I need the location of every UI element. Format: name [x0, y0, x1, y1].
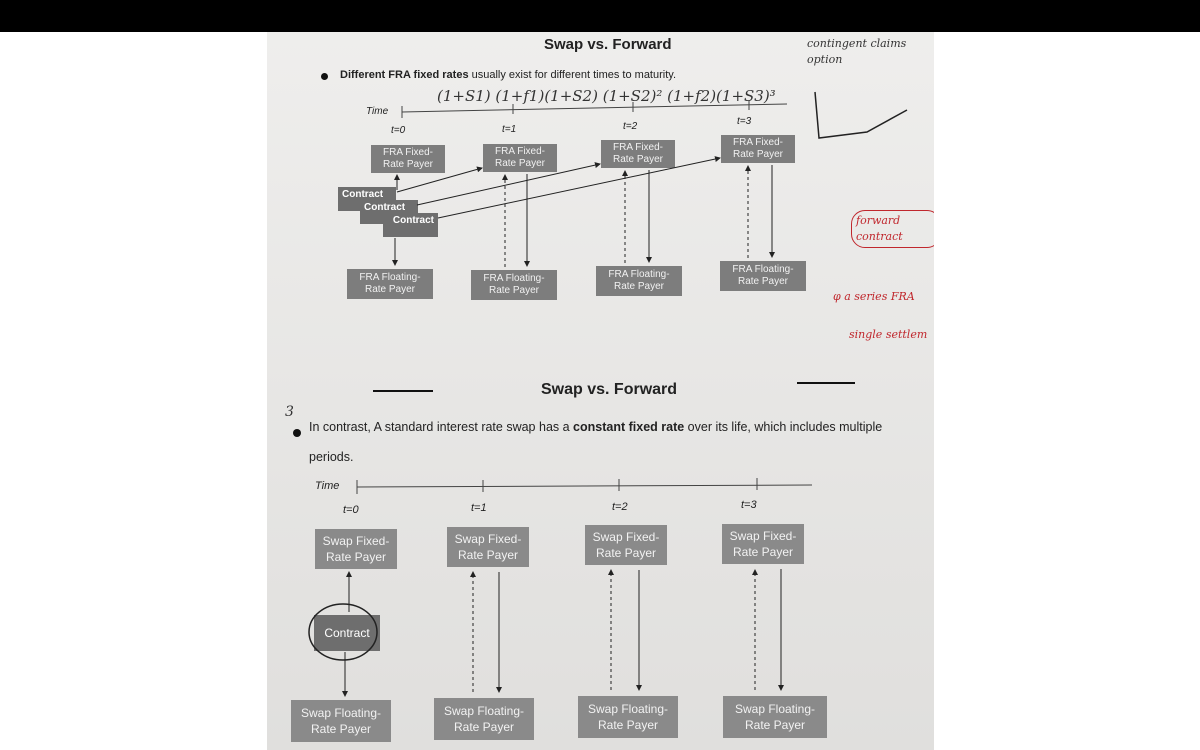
photographed-page: Swap vs. Forward Different FRA fixed rat…	[267, 32, 934, 750]
handwritten-contingent-claims: contingent claims option	[807, 37, 907, 66]
section2-fixed-payer-t2: Swap Fixed-Rate Payer	[585, 525, 667, 565]
section2-floating-payer-t2: Swap Floating-Rate Payer	[578, 696, 678, 738]
section2-floating-payer-t3: Swap Floating-Rate Payer	[723, 696, 827, 738]
section1-tick-0: t=0	[391, 125, 406, 136]
section1-tick-2: t=2	[623, 121, 638, 132]
section1-tick-1: t=1	[502, 124, 517, 135]
section2-floating-payer-t0: Swap Floating-Rate Payer	[291, 700, 391, 742]
section2-time-label: Time	[315, 480, 340, 492]
section2-floating-payer-t1: Swap Floating-Rate Payer	[434, 698, 534, 740]
section1-fixed-payer-t2: FRA Fixed-Rate Payer	[601, 140, 675, 168]
section2-tick-2: t=2	[612, 501, 628, 513]
handwritten-formula: (1+S1) (1+f1)(1+S2) (1+S2)² (1+f2)(1+S3)…	[437, 87, 776, 105]
top-black-bar	[0, 0, 1200, 32]
handwritten-series-fra: φ a series FRA	[833, 290, 915, 303]
section1-floating-payer-t1: FRA Floating-Rate Payer	[471, 270, 557, 300]
section2-fixed-payer-t3: Swap Fixed-Rate Payer	[722, 524, 804, 564]
section2-bullet-dot	[293, 429, 301, 437]
section1-timeline	[401, 103, 788, 113]
section2-fixed-payer-t1: Swap Fixed-Rate Payer	[447, 527, 529, 567]
handwritten-forward-contract: forward contract	[851, 210, 934, 248]
section1-floating-payer-t0: FRA Floating-Rate Payer	[347, 269, 433, 299]
section2-title: Swap vs. Forward	[541, 381, 678, 398]
section1-bullet-dot	[321, 73, 328, 80]
section2-timeline	[356, 484, 813, 488]
section1-floating-payer-t3: FRA Floating-Rate Payer	[720, 261, 806, 291]
section2-title-rule-left	[373, 390, 433, 392]
section2-title-rule-right	[797, 382, 855, 384]
section1-title: Swap vs. Forward	[544, 36, 672, 53]
section2-tick-1: t=1	[471, 502, 487, 514]
handwritten-margin-number: 3	[285, 404, 294, 420]
section1-floating-payer-t2: FRA Floating-Rate Payer	[596, 266, 682, 296]
handwritten-single-settlement: single settlem	[849, 328, 928, 341]
section2-tick-3: t=3	[741, 499, 757, 511]
section1-contract-3: Contract	[383, 213, 438, 237]
section2-fixed-payer-t0: Swap Fixed-Rate Payer	[315, 529, 397, 569]
section1-fixed-payer-t1: FRA Fixed-Rate Payer	[483, 144, 557, 172]
section2-bullet-text: In contrast, A standard interest rate sw…	[309, 420, 883, 464]
section1-tick-3: t=3	[737, 116, 752, 127]
diagram-lines	[308, 91, 908, 697]
section1-fixed-payer-t3: FRA Fixed-Rate Payer	[721, 135, 795, 163]
section2-tick-0: t=0	[343, 504, 359, 516]
section1-fixed-payer-t0: FRA Fixed-Rate Payer	[371, 145, 445, 173]
section1-bullet-text: Different FRA fixed rates usually exist …	[340, 69, 677, 81]
section1-time-label: Time	[366, 106, 389, 117]
section2-contract: Contract	[314, 615, 380, 651]
